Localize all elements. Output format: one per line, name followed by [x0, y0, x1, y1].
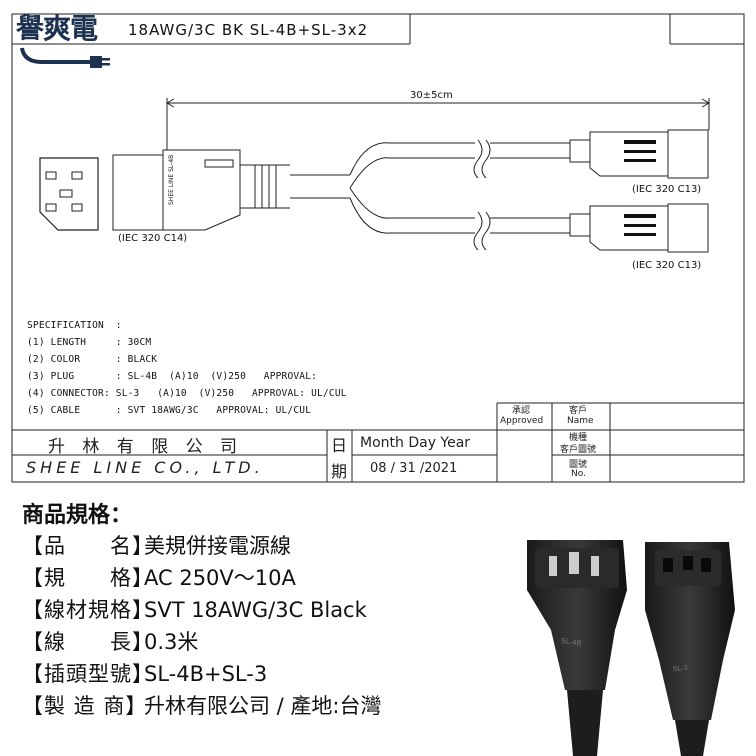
approved-label-en: Approved	[500, 416, 544, 426]
product-row-value: AC 250V～10A	[144, 566, 296, 590]
product-row-value: SVT 18AWG/3C Black	[144, 598, 367, 622]
product-row: 【線 長】0.3米	[22, 626, 198, 656]
plug-mold-text: SHEE LINE SL-4B	[168, 154, 175, 205]
date-label-period: 期	[331, 462, 348, 481]
connector-label-bottom: (IEC 320 C13)	[632, 260, 702, 271]
drawing-no-label-cn: 圖號	[569, 460, 588, 470]
product-row-key: 【線 長】	[22, 630, 154, 654]
product-row: 【規 格】AC 250V～10A	[22, 562, 296, 592]
product-row-value: 0.3米	[144, 630, 199, 654]
drawing-no-label-en: No.	[571, 469, 586, 479]
spec-line: (2) COLOR : BLACK	[27, 354, 158, 365]
company-name-en: SHEE LINE CO., LTD.	[26, 458, 264, 477]
plug-logo-icon	[20, 47, 110, 68]
product-row-key: 【品 名】	[22, 534, 154, 558]
spec-line: (4) CONNECTOR: SL-3 (A)10 (V)250 APPROVA…	[27, 388, 347, 399]
date-value: 08 / 31 /2021	[370, 461, 458, 476]
date-header: Month Day Year	[360, 435, 471, 451]
technical-drawing	[11, 13, 745, 483]
customer-label-cn: 客戶	[569, 406, 588, 416]
product-row-key: 【製 造 商】	[22, 694, 148, 718]
product-row-value: 升林有限公司 / 產地:台灣	[144, 694, 382, 718]
dimension-label: 30±5cm	[410, 90, 453, 101]
male-plug-label: SL-4B	[561, 637, 582, 648]
spec-heading: SPECIFICATION :	[27, 320, 122, 331]
female-plug-label: SL-3	[672, 664, 688, 674]
product-row: 【品 名】美規併接電源線	[22, 530, 291, 560]
customer-label-en: Name	[567, 416, 594, 426]
model-label: 機種	[569, 433, 588, 443]
product-heading: 商品規格：	[22, 503, 133, 528]
spec-line: (1) LENGTH : 30CM	[27, 337, 152, 348]
product-row-value: 美規併接電源線	[144, 534, 291, 558]
company-name-cn: 升 林 有 限 公 司	[48, 437, 244, 457]
product-row-value: SL-4B+SL-3	[144, 662, 268, 686]
drawing-title: 18AWG/3C BK SL-4B+SL-3x2	[128, 21, 369, 39]
approved-label-cn: 承認	[512, 406, 531, 416]
spec-line: (5) CABLE : SVT 18AWG/3C APPROVAL: UL/CU…	[27, 405, 312, 416]
plug-label: (IEC 320 C14)	[118, 233, 188, 244]
product-photo: SL-4B SL-3	[527, 540, 735, 756]
product-row-key: 【插頭型號】	[22, 662, 154, 686]
customer-drawing-label: 客戶圖號	[560, 445, 597, 455]
logo-text: 譽爽電	[16, 12, 98, 45]
product-row-key: 【線材規格】	[22, 598, 154, 622]
product-row: 【插頭型號】SL-4B+SL-3	[22, 658, 267, 688]
product-row: 【線材規格】SVT 18AWG/3C Black	[22, 594, 367, 624]
connector-label-top: (IEC 320 C13)	[632, 184, 702, 195]
spec-line: (3) PLUG : SL-4B (A)10 (V)250 APPROVAL:	[27, 371, 318, 382]
date-label-day: 日	[331, 436, 348, 455]
product-row-key: 【規 格】	[22, 566, 154, 590]
brand-logo: 譽爽電	[12, 12, 122, 70]
product-row: 【製 造 商】升林有限公司 / 產地:台灣	[22, 690, 382, 720]
